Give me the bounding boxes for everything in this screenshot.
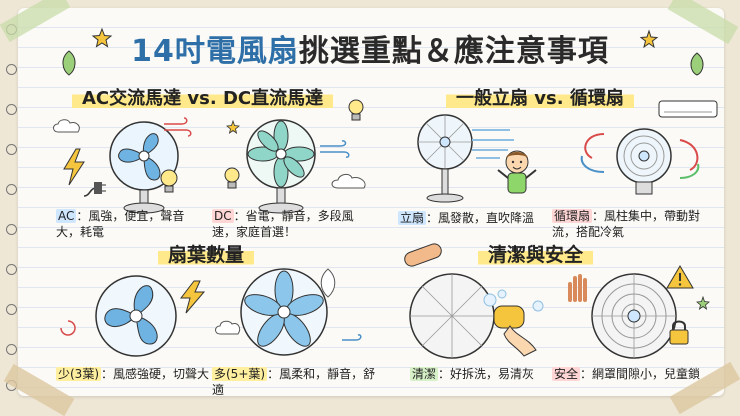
- caption-stand: 立扇：風發散，直吹降溫: [398, 210, 558, 226]
- section-heading-motor: AC交流馬達 vs. DC直流馬達: [72, 88, 334, 110]
- leaf-icon: [320, 268, 336, 298]
- caption-cleaning: 清潔：好拆洗，易清灰: [410, 366, 570, 382]
- caption-circ-text: ：風柱集中，帶動對流，搭配冷氣: [552, 209, 701, 240]
- lightning-icon: [179, 280, 206, 314]
- caption-ac-tag: AC: [56, 209, 77, 223]
- caption-cleaning-tag: 清潔: [410, 367, 439, 381]
- title-part-1: 14吋電風扇: [131, 34, 299, 69]
- caption-five-blades: 多(5+葉)：風柔和，靜音，舒適: [212, 366, 382, 398]
- lightbulb-icon: [224, 167, 240, 189]
- caption-dc-text: ：省電，靜音，多段風速，家庭首選！: [212, 209, 354, 240]
- warning-icon: [666, 265, 694, 289]
- wind-icon: [60, 320, 76, 336]
- wind-icon: [164, 117, 192, 137]
- caption-three-blades: 少(3葉)：風感強硬，切聲大: [56, 366, 226, 382]
- hand-icon: [568, 274, 587, 302]
- binder-hole: [6, 304, 17, 315]
- lock-icon: [669, 320, 689, 345]
- lightbulb-icon: [348, 99, 364, 121]
- star-icon: [639, 29, 659, 49]
- cloud-icon: [331, 173, 366, 189]
- caption-three-blades-tag: 少(3葉): [56, 367, 101, 381]
- cloud-icon: [215, 320, 241, 335]
- caption-cleaning-text: ：好拆洗，易清灰: [438, 367, 535, 381]
- caption-circ: 循環扇：風柱集中，帶動對流，搭配冷氣: [552, 208, 718, 240]
- binder-hole: [6, 64, 17, 75]
- binder-hole: [6, 344, 17, 355]
- fan-icon: [95, 275, 177, 357]
- fan-icon: [246, 119, 316, 214]
- fan-icon: [417, 114, 473, 203]
- binder-hole: [6, 224, 17, 235]
- fan-icon: [109, 121, 179, 214]
- page-title: 14吋電風扇挑選重點＆應注意事項: [80, 26, 660, 70]
- binder-hole: [6, 184, 17, 195]
- caption-five-blades-tag: 多(5+葉): [212, 367, 268, 381]
- leaf-icon: [690, 52, 704, 76]
- caption-five-blades-text: ：風柔和，靜音，舒適: [212, 367, 376, 398]
- wind-icon: [342, 334, 362, 341]
- lightning-icon: [63, 148, 85, 186]
- sponge-icon: [483, 289, 544, 357]
- caption-safety-text: ：網罩間隙小，兒童鎖: [580, 367, 701, 381]
- star-icon: [226, 119, 240, 134]
- plug-icon: [83, 182, 106, 197]
- caption-ac-text: ：風強，便宜，聲音大，耗電: [56, 209, 185, 240]
- fan-icon: [409, 273, 495, 359]
- fan-icon: [240, 268, 328, 356]
- caption-circ-tag: 循環扇: [552, 209, 593, 223]
- caption-stand-tag: 立扇: [398, 211, 427, 225]
- binder-hole: [6, 144, 17, 155]
- caption-dc: DC：省電，靜音，多段風速，家庭首選！: [212, 208, 372, 240]
- caption-safety: 安全：網罩間隙小，兒童鎖: [552, 366, 722, 382]
- leaf-icon: [62, 50, 76, 76]
- wind-icon: [472, 129, 514, 159]
- star-icon: [696, 295, 710, 310]
- section-heading-clean: 清潔與安全: [478, 244, 594, 267]
- fan-icon: [616, 128, 672, 195]
- cloud-icon: [53, 119, 80, 133]
- caption-ac: AC：風強，便宜，聲音大，耗電: [56, 208, 206, 240]
- star-icon: [91, 27, 113, 48]
- caption-safety-tag: 安全: [552, 367, 581, 381]
- section-heading-blades: 扇葉數量: [158, 244, 255, 267]
- caption-three-blades-text: ：風感強硬，切聲大: [101, 367, 210, 381]
- title-part-2: 挑選重點＆應注意事項: [298, 34, 609, 69]
- wind-icon: [580, 133, 605, 173]
- caption-dc-tag: DC: [212, 209, 234, 223]
- binder-hole: [6, 104, 17, 115]
- wind-icon: [679, 139, 700, 179]
- binder-hole: [6, 264, 17, 275]
- wind-icon: [320, 140, 350, 158]
- air-conditioner-icon: [658, 100, 718, 118]
- child-icon: [497, 150, 537, 194]
- bandage-icon: [404, 243, 442, 267]
- section-heading-type: 一般立扇 vs. 循環扇: [446, 88, 634, 110]
- lightbulb-icon: [160, 169, 178, 193]
- fan-icon: [591, 273, 677, 359]
- caption-stand-text: ：風發散，直吹降溫: [426, 211, 535, 225]
